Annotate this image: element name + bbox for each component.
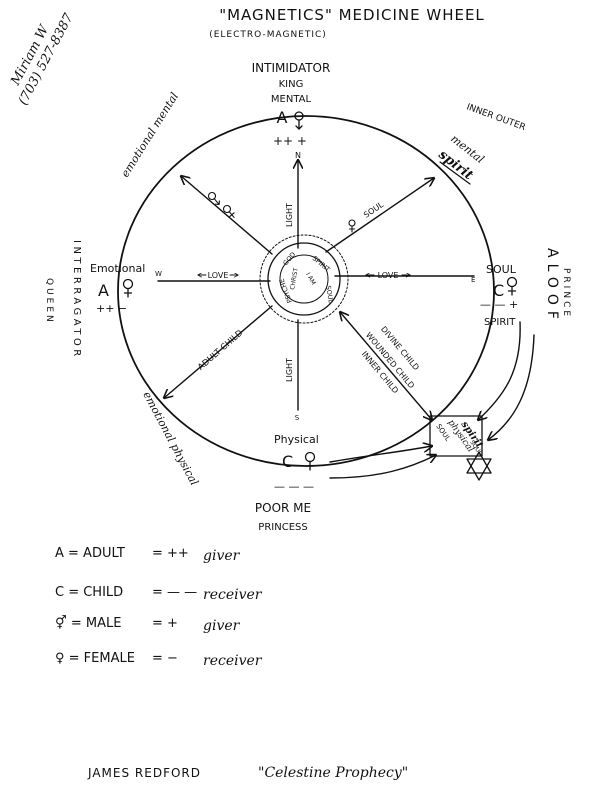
- legend-row: ⚥ = MALE = + giver: [55, 615, 241, 634]
- center-ring: [267, 242, 341, 316]
- direction-west: W: [155, 270, 162, 278]
- legend-row: ♀ = FEMALE = − receiver: [55, 651, 263, 669]
- center-word: I AM: [304, 272, 317, 287]
- right-role-vertical: ALOOF: [544, 248, 560, 325]
- direction-north: N: [295, 151, 301, 160]
- legend-meaning: giver: [203, 548, 241, 564]
- soul-box: [429, 415, 483, 457]
- bottom-signs: — — —: [274, 480, 314, 493]
- direction-east: E: [471, 276, 475, 284]
- legend-sign: = ++: [152, 546, 189, 561]
- spoke-southeast: [340, 312, 432, 420]
- right-signs: — — +: [480, 298, 518, 311]
- spoke-label-love-east: LOVE: [378, 271, 399, 280]
- spoke-northwest: [181, 176, 273, 255]
- center-word: GOD: [281, 251, 297, 268]
- male-symbol-nw: [207, 191, 220, 205]
- flow-arrow-bottom-1: [329, 446, 432, 463]
- legend-meaning: giver: [203, 618, 241, 634]
- right-aspect: SOUL: [486, 263, 517, 276]
- flow-arrow-right-1: [478, 321, 521, 420]
- contact-note: Miriam W (703) 527-8387: [8, 11, 77, 108]
- spoke-label-inner-child: INNER CHILD: [360, 350, 400, 396]
- legend: A = ADULT = ++ giver C = CHILD = — — rec…: [55, 546, 263, 669]
- center-word: SOUL: [324, 285, 335, 304]
- center-word: CHRIST: [289, 267, 300, 290]
- left-role-vertical: INTERRAGATOR: [71, 240, 82, 360]
- legend-row: C = CHILD = — — receiver: [55, 585, 263, 603]
- flow-arrow-right-2: [488, 334, 535, 440]
- page-title: "MAGNETICS" MEDICINE WHEEL: [219, 6, 485, 24]
- legend-term: A = ADULT: [55, 546, 125, 561]
- bottom-aspect: Physical: [274, 433, 319, 446]
- center-words: SPIRIT SOUL PSYCHE GOD CHRIST I AM: [278, 251, 335, 305]
- legend-term: C = CHILD: [55, 585, 123, 600]
- flow-arrow-bottom-2: [329, 455, 436, 479]
- female-symbol-bottom: [304, 451, 316, 471]
- spoke-label-adult-child: ADULT CHILD: [196, 328, 245, 373]
- legend-term: ♀ = FEMALE: [55, 651, 135, 666]
- top-role: INTIMIDATOR: [252, 61, 331, 75]
- spoke-northeast: [325, 178, 434, 253]
- legend-sign: = −: [152, 651, 178, 666]
- legend-row: A = ADULT = ++ giver: [55, 546, 241, 564]
- female-symbol-nw: [222, 204, 235, 218]
- left-title-vertical: QUEEN: [44, 278, 54, 325]
- legend-sign: = +: [152, 616, 178, 631]
- center-word: SPIRIT: [311, 254, 332, 273]
- page-subtitle: (ELECTRO-MAGNETIC): [209, 30, 327, 40]
- right-sub-label: SPIRIT: [484, 317, 516, 328]
- center-outer-ring: [259, 234, 349, 324]
- left-signs: ++ −: [96, 302, 127, 315]
- legend-term: ⚥ = MALE: [55, 615, 121, 631]
- soul-box-words: SOUL physical spirit SOUL: [434, 418, 485, 457]
- spoke-label-love-west: LOVE: [208, 271, 229, 280]
- legend-meaning: receiver: [203, 653, 263, 669]
- female-symbol-left: [122, 278, 134, 298]
- female-symbol-ne: [348, 219, 356, 233]
- arc-label-emotional-physical: emotional physical: [140, 389, 201, 488]
- bottom-symbol: C: [282, 452, 293, 471]
- center-inner-ring: [279, 254, 329, 304]
- star-of-david-icon: [466, 451, 492, 481]
- bottom-direction: S: [295, 414, 300, 422]
- bottom-role: POOR ME: [255, 501, 311, 515]
- top-aspect: MENTAL: [271, 94, 312, 105]
- footer-work: "Celestine Prophecy": [258, 765, 408, 781]
- left-symbol: A: [98, 281, 109, 300]
- footer-author: JAMES REDFORD: [87, 766, 201, 780]
- female-symbol-right: [506, 276, 518, 296]
- top-title: KING: [279, 79, 304, 90]
- legend-meaning: receiver: [203, 587, 263, 603]
- bottom-title: PRINCESS: [258, 522, 307, 533]
- spoke-label-light-south: LIGHT: [285, 358, 294, 382]
- left-aspect: Emotional: [90, 262, 145, 275]
- male-symbol-top: [294, 111, 304, 130]
- inner-outer-label: INNER OUTER: [465, 102, 527, 133]
- top-signs: ++ +: [273, 134, 307, 148]
- spoke-label-light-north: LIGHT: [285, 203, 294, 227]
- right-title-vertical: PRINCE: [561, 268, 571, 319]
- arc-label-emotional-mental: emotional mental: [119, 90, 182, 180]
- legend-sign: = — —: [152, 585, 197, 600]
- spoke-southwest: [164, 305, 273, 398]
- spoke-label-soul: SOUL: [362, 200, 385, 220]
- wheel-outline: [117, 115, 495, 467]
- right-symbol: C: [493, 281, 504, 300]
